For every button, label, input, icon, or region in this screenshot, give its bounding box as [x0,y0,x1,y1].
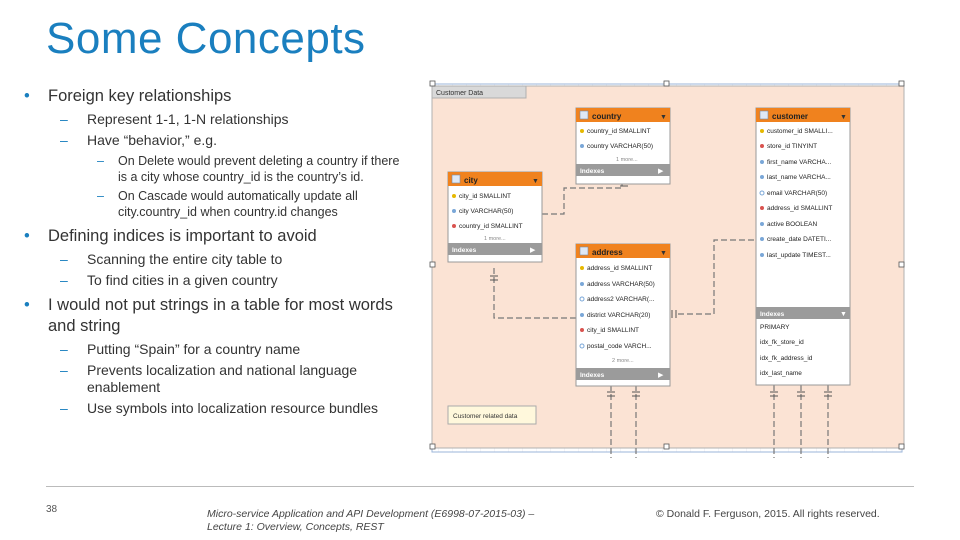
key-icon [580,266,584,270]
sub-sub-bullet: On Delete would prevent deleting a count… [22,153,407,185]
sub-bullet: Scanning the entire city table to [22,251,407,268]
column: address_id SMALLINT [767,205,832,212]
column-icon [452,209,456,213]
column-icon [580,144,584,148]
column-icon [760,253,764,257]
table-address[interactable]: address ▼ address_id SMALLINT address VA… [575,243,671,387]
column-icon [579,343,585,349]
column: district VARCHAR(20) [587,312,650,319]
sub-bullet: Represent 1-1, 1-N relationships [22,111,407,128]
table-name: country [592,112,622,121]
table-country[interactable]: country ▼ country_id SMALLINT country VA… [575,107,671,185]
note-label: Customer related data [453,413,518,420]
column: city_id SMALLINT [459,193,511,200]
page-number: 38 [46,504,58,515]
indexes-label: Indexes [580,372,605,379]
indexes-label: Indexes [580,168,605,175]
key-icon [580,129,584,133]
er-diagram: Customer Data country ▼ country_id SMALL… [424,80,910,458]
footer-course-line2: Lecture 1: Overview, Concepts, REST [207,521,384,533]
column-icon [760,160,764,164]
sub-bullet: Prevents localization and national langu… [22,362,407,396]
fk-icon [580,328,584,332]
column: city VARCHAR(50) [459,208,513,215]
footer-course: Micro-service Application and API Develo… [207,508,607,534]
column: postal_code VARCH... [587,343,652,350]
collapse-icon: ▼ [532,178,539,185]
column: last_update TIMEST... [767,252,831,259]
column: country_id SMALLINT [459,223,523,230]
collapse-icon: ▼ [660,114,667,121]
column-icon [579,296,585,302]
key-icon [760,129,764,133]
column: last_name VARCHA... [767,174,831,181]
column-icon [759,190,765,196]
bullet-list: Foreign key relationships Represent 1-1,… [22,86,407,421]
index-item: idx_fk_store_id [760,339,804,346]
column-icon [580,282,584,286]
column: country VARCHAR(50) [587,143,653,150]
expand-icon: ▶ [530,247,536,254]
sub-bullet: To find cities in a given country [22,272,407,289]
table-name: customer [772,112,808,121]
column: store_id TINYINT [767,143,817,150]
column: address VARCHAR(50) [587,281,655,288]
expand-icon: ▶ [658,168,664,175]
bullet-foreign-key: Foreign key relationships [22,86,407,107]
fk-icon [452,224,456,228]
collapse-icon: ▼ [840,311,847,318]
more-label: 2 more... [612,358,634,364]
bullet-indices: Defining indices is important to avoid [22,226,407,247]
sub-bullet: Use symbols into localization resource b… [22,400,407,417]
fk-icon [760,144,764,148]
index-item: idx_last_name [760,370,802,377]
collapse-icon: ▼ [840,114,847,121]
more-label: 1 more... [616,157,638,163]
column: city_id SMALLINT [587,327,639,334]
bullet-strings: I would not put strings in a table for m… [22,295,407,337]
column: country_id SMALLINT [587,128,651,135]
column: address2 VARCHAR(... [587,296,655,303]
indexes-label: Indexes [760,311,785,318]
slide-title: Some Concepts [46,14,366,63]
table-name: city [464,176,478,185]
column-icon [760,237,764,241]
column-icon [760,222,764,226]
more-label: 1 more... [484,236,506,242]
column-icon [580,313,584,317]
group-label: Customer Data [436,90,483,97]
fk-icon [760,206,764,210]
table-city[interactable]: city ▼ city_id SMALLINT city VARCHAR(50)… [447,171,543,263]
selection-handles [429,80,905,450]
sub-sub-bullet: On Cascade would automatically update al… [22,188,407,220]
note-customer-related-data: Customer related data [447,405,537,425]
column: address_id SMALLINT [587,265,652,272]
key-icon [452,194,456,198]
column: active BOOLEAN [767,221,818,228]
column: customer_id SMALLI... [767,128,833,135]
footer-copyright: © Donald F. Ferguson, 2015. All rights r… [656,508,880,520]
column-icon [760,175,764,179]
index-item: PRIMARY [760,324,790,331]
expand-icon: ▶ [658,372,664,379]
table-customer[interactable]: customer ▼ customer_id SMALLI... store_i… [755,107,851,386]
relationship-ticks [490,181,832,397]
table-name: address [592,248,623,257]
footer-course-line1: Micro-service Application and API Develo… [207,508,535,520]
footer-divider [46,486,914,487]
indexes-label: Indexes [452,247,477,254]
collapse-icon: ▼ [660,250,667,257]
sub-bullet: Have “behavior,” e.g. [22,132,407,149]
column: email VARCHAR(50) [767,190,827,197]
column: create_date DATETI... [767,236,831,243]
index-item: idx_fk_address_id [760,355,813,362]
column: first_name VARCHA... [767,159,831,166]
sub-bullet: Putting “Spain” for a country name [22,341,407,358]
